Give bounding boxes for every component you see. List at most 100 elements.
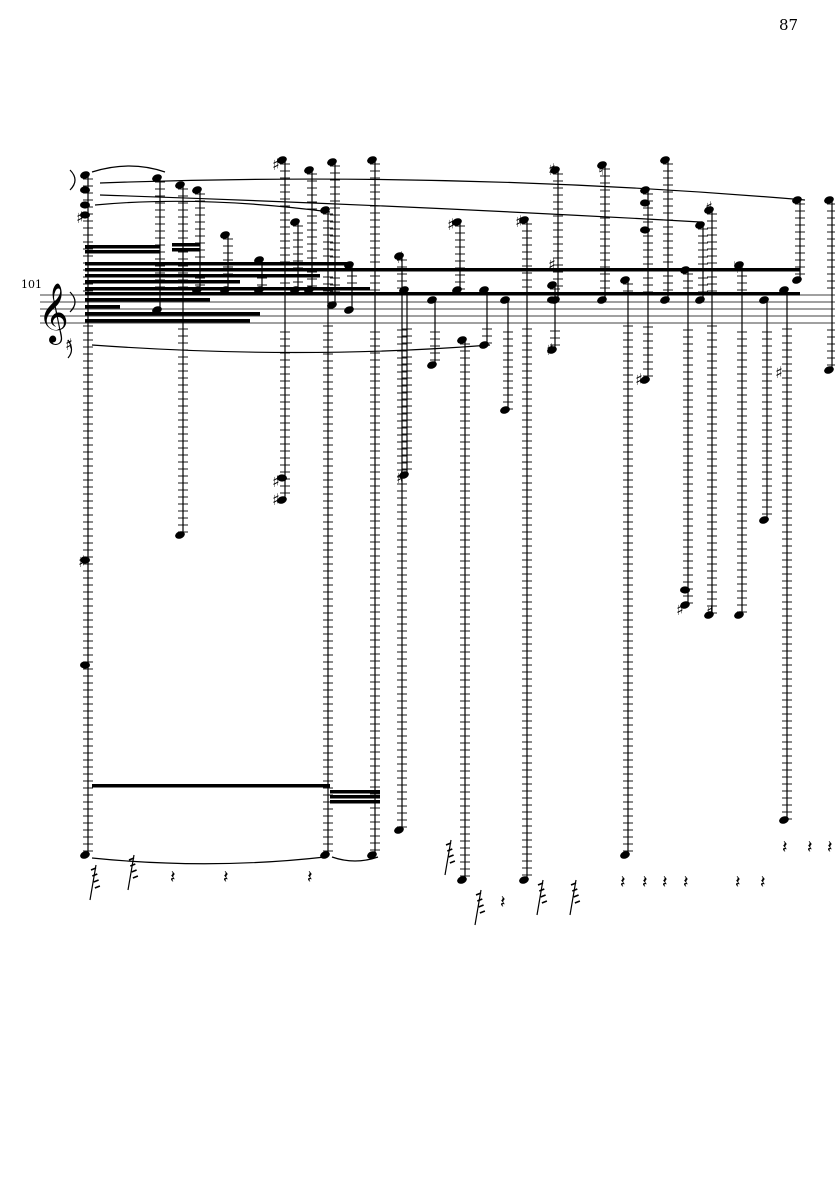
rest-flag xyxy=(570,882,577,886)
notehead xyxy=(192,286,202,294)
sharp-icon: ♯ xyxy=(76,208,84,227)
sharp-icon: ♯ xyxy=(635,370,643,389)
rest-stem xyxy=(474,889,482,926)
notehead xyxy=(695,296,705,304)
beam xyxy=(85,280,240,284)
notehead xyxy=(80,211,90,219)
rest-stem xyxy=(536,879,544,916)
notehead xyxy=(327,301,337,309)
notehead xyxy=(277,474,287,482)
tie xyxy=(67,339,73,359)
sharp-icon: ♯ xyxy=(775,363,783,382)
quarter-rest-icon: 𝄽 xyxy=(170,867,176,888)
notehead xyxy=(452,218,462,226)
note-column xyxy=(427,296,440,369)
notehead xyxy=(80,851,90,859)
notehead xyxy=(192,186,202,194)
note-column xyxy=(519,216,532,884)
measure-number: 101 xyxy=(21,278,42,291)
rest-flag xyxy=(92,873,98,877)
rest-flag xyxy=(478,904,484,908)
notehead xyxy=(290,286,300,294)
sharp-icon: ♯ xyxy=(515,212,523,231)
rest-flag xyxy=(449,860,456,864)
rest-stem xyxy=(569,879,577,916)
notehead xyxy=(175,181,185,189)
sharp-icon: ♯ xyxy=(706,602,714,621)
note-column xyxy=(394,252,407,834)
notehead xyxy=(80,171,90,179)
notehead xyxy=(547,281,557,289)
note-column xyxy=(175,181,188,539)
sharp-icon: ♯ xyxy=(548,160,556,179)
beam xyxy=(172,248,200,252)
natural-icon: ♮ xyxy=(598,160,604,179)
notehead xyxy=(759,516,769,524)
rest-flag xyxy=(537,882,544,886)
sharp-icon: ♯ xyxy=(447,215,455,234)
rest-flag xyxy=(131,869,137,873)
rest-flag xyxy=(94,885,101,889)
notehead xyxy=(680,601,690,609)
tie xyxy=(91,165,166,173)
notehead xyxy=(660,296,670,304)
rest-stem xyxy=(444,839,452,876)
note-column xyxy=(290,218,303,294)
page-number: 87 xyxy=(779,16,799,34)
beam xyxy=(330,795,380,799)
beam xyxy=(85,268,800,272)
beam xyxy=(85,312,260,316)
note-column xyxy=(220,231,233,294)
tie xyxy=(69,169,76,191)
note-column xyxy=(399,286,412,479)
notehead xyxy=(220,286,230,294)
rests: 𝄽𝄽𝄽𝄽𝄽𝄽𝄽𝄽𝄽𝄽𝄽𝄽𝄽 xyxy=(89,837,833,926)
sharp-icon: ♯ xyxy=(272,155,280,174)
tie xyxy=(99,178,806,201)
notehead xyxy=(500,296,510,304)
note-column xyxy=(452,218,465,294)
notehead xyxy=(759,296,769,304)
notehead xyxy=(394,826,404,834)
quarter-rest-icon: 𝄽 xyxy=(500,892,506,913)
note-column xyxy=(547,281,560,354)
notehead xyxy=(704,611,714,619)
notehead xyxy=(457,876,467,884)
rest-flag xyxy=(447,848,453,852)
notehead xyxy=(640,199,650,207)
beam xyxy=(85,305,120,309)
grace-rest-group xyxy=(474,889,486,926)
tie xyxy=(331,856,379,862)
tie xyxy=(91,344,491,354)
beam xyxy=(85,298,210,302)
notehead xyxy=(620,851,630,859)
notehead xyxy=(824,196,834,204)
tie xyxy=(69,291,76,313)
notehead xyxy=(519,876,529,884)
notehead xyxy=(792,276,802,284)
sharp-icon: ♯ xyxy=(272,490,280,509)
rest-flag xyxy=(445,842,452,846)
rest-flag xyxy=(540,894,546,898)
quarter-rest-icon: 𝄽 xyxy=(735,872,741,893)
treble-clef-icon: 𝄞 xyxy=(38,283,69,345)
notehead xyxy=(399,471,409,479)
grace-rest-group xyxy=(127,854,139,891)
notehead xyxy=(550,166,560,174)
quarter-rest-icon: 𝄽 xyxy=(307,867,313,888)
notehead xyxy=(680,586,690,594)
notehead xyxy=(344,306,354,314)
beam xyxy=(85,319,250,323)
rest-flag xyxy=(574,900,581,904)
notehead xyxy=(80,186,90,194)
note-column xyxy=(304,166,317,294)
note-column xyxy=(597,161,610,304)
rest-flag xyxy=(475,892,482,896)
beam xyxy=(85,245,160,249)
quarter-rest-icon: 𝄽 xyxy=(662,872,668,893)
note-column xyxy=(80,171,93,859)
notehead xyxy=(500,406,510,414)
notehead xyxy=(620,276,630,284)
notehead xyxy=(277,496,287,504)
sharp-icon: ♯ xyxy=(396,468,404,487)
